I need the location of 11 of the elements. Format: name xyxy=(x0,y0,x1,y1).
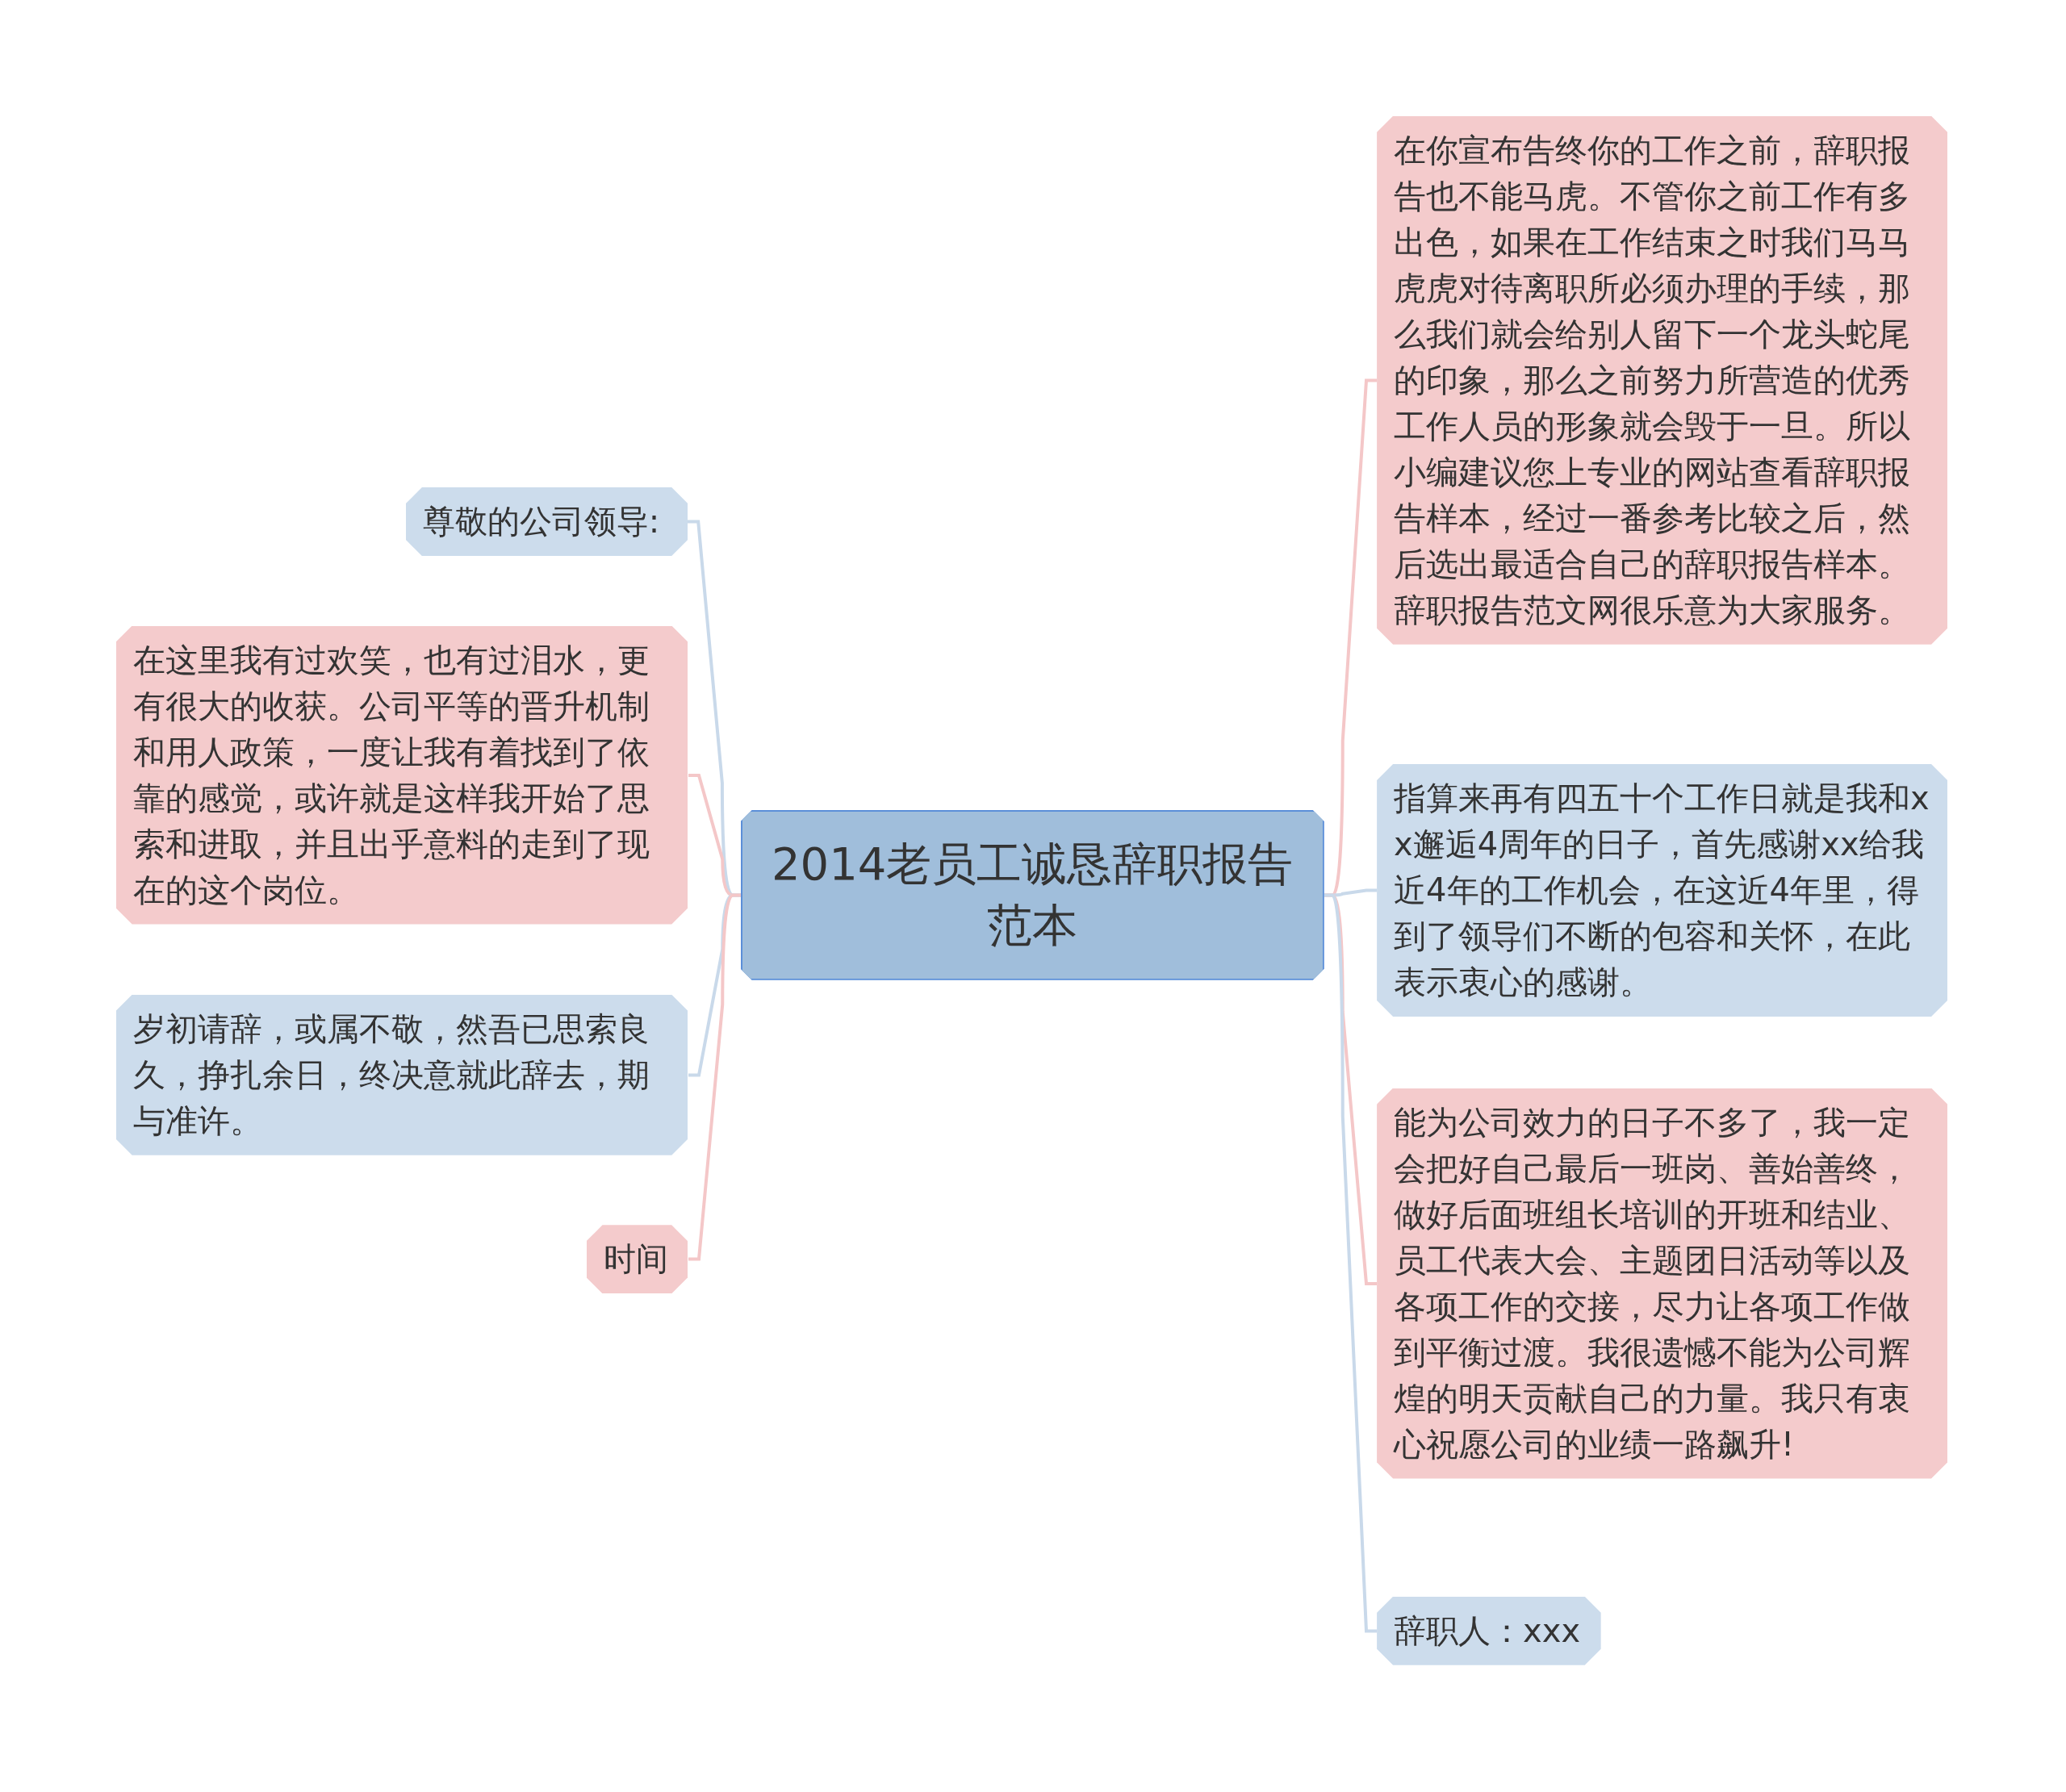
topic-box: 时间 xyxy=(586,1225,688,1294)
connector-line xyxy=(688,893,741,1261)
topic-box: 辞职人：xxx xyxy=(1377,1596,1601,1665)
topic-box: 能为公司效力的日子不多了，我一定会把好自己最后一班岗、善始善终，做好后面班组长培训的开班和结业、员工代表大会、主题团日活动等以及各项工作的交接，尽力让各项工作做到平衡过渡。我很遗憾不能为公司辉煌的明天贡献自己的力量。我只有衷心祝愿公司的业绩一路飙升! xyxy=(1377,1088,1948,1479)
topic-box: 指算来再有四五十个工作日就是我和xx邂逅4周年的日子，首先感谢xx给我近4年的工作机会，在这近4年里，得到了领导们不断的包容和关怀，在此表示衷心的感谢。 xyxy=(1377,763,1948,1017)
connector-line xyxy=(1324,893,1377,1633)
topic-box: 尊敬的公司领导: xyxy=(405,487,688,557)
central-topic-box: 2014老员工诚恳辞职报告范本 xyxy=(740,810,1324,980)
topic-box: 岁初请辞，或属不敬，然吾已思索良久，挣扎余日，终决意就此辞去，期与准许。 xyxy=(115,994,688,1155)
topic-box: 在这里我有过欢笑，也有过泪水，更有很大的收获。公司平等的晋升机制和用人政策，一度让我有着找到了依靠的感觉，或许就是这样我开始了思索和进取，并且出乎意料的走到了现在的这个岗位。 xyxy=(115,625,688,925)
topic-box: 在你宣布告终你的工作之前，辞职报告也不能马虎。不管你之前工作有多出色，如果在工作结束之时我们马马虎虎对待离职所必须办理的手续，那么我们就会给别人留下一个龙头蛇尾的印象，那么之前努力所营造的优秀工作人员的形象就会毁于一旦。所以小编建议您上专业的网站查看辞职报告样本，经过一番参考比较之后，然后选出最适合自己的辞职报告样本。辞职报告范文网很乐意为大家服务。 xyxy=(1377,115,1948,645)
